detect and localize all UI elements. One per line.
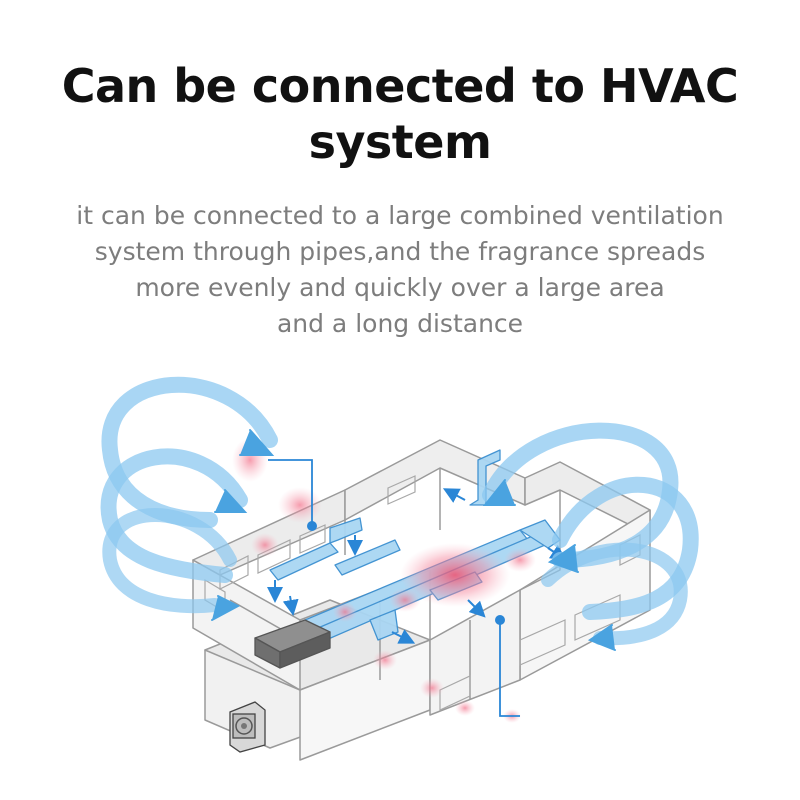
title-line-2: system bbox=[308, 115, 492, 169]
diffuser-machine-icon bbox=[254, 619, 331, 669]
outdoor-unit-icon bbox=[229, 701, 266, 753]
description-line-1: it can be connected to a large combined … bbox=[76, 201, 724, 230]
description-line-3: more evenly and quickly over a large are… bbox=[135, 273, 665, 302]
page-title: Can be connected to HVAC system bbox=[0, 58, 800, 170]
description: it can be connected to a large combined … bbox=[0, 198, 800, 342]
airflow-arrow-icon-right bbox=[482, 422, 699, 651]
airflow-arrow-icon bbox=[100, 376, 278, 621]
description-line-2: system through pipes,and the fragrance s… bbox=[94, 237, 706, 266]
pointer-lines bbox=[268, 459, 520, 717]
fragrance-cloud-icon bbox=[232, 438, 536, 723]
vent-arrows bbox=[267, 488, 567, 644]
title-line-1: Can be connected to HVAC bbox=[61, 59, 739, 113]
description-line-4: and a long distance bbox=[276, 309, 524, 338]
hvac-illustration bbox=[100, 376, 699, 761]
